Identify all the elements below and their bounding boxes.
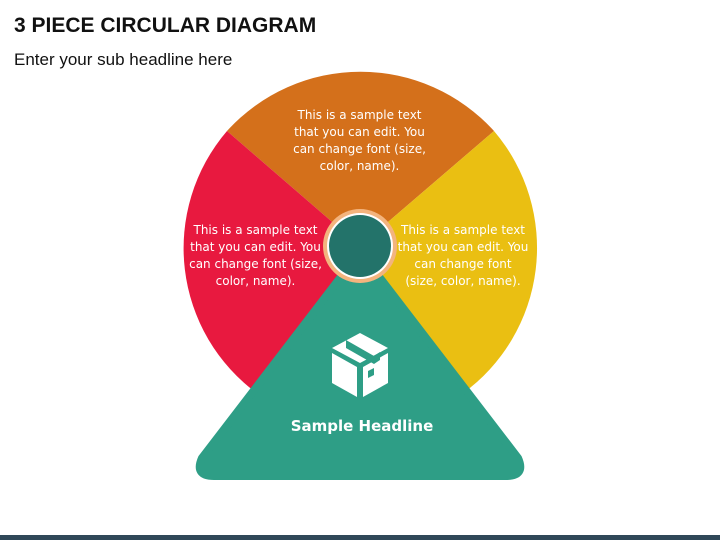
segment-left-text: This is a sample text that you can edit.… <box>189 223 322 288</box>
segment-right <box>360 131 538 394</box>
triangle-headline: Sample Headline <box>290 417 434 435</box>
segment-right-text: This is a sample text that you can edit.… <box>397 223 529 288</box>
box-icon <box>332 333 388 397</box>
segment-top <box>227 71 494 246</box>
center-circle <box>329 215 391 277</box>
bottom-bar <box>0 535 720 540</box>
headline-triangle <box>195 248 525 480</box>
segment-left <box>183 131 360 394</box>
segment-top-text: This is a sample text that you can edit.… <box>293 108 426 173</box>
page-title: 3 PIECE CIRCULAR DIAGRAM <box>14 14 317 37</box>
page-subtitle: Enter your sub headline here <box>14 50 233 69</box>
